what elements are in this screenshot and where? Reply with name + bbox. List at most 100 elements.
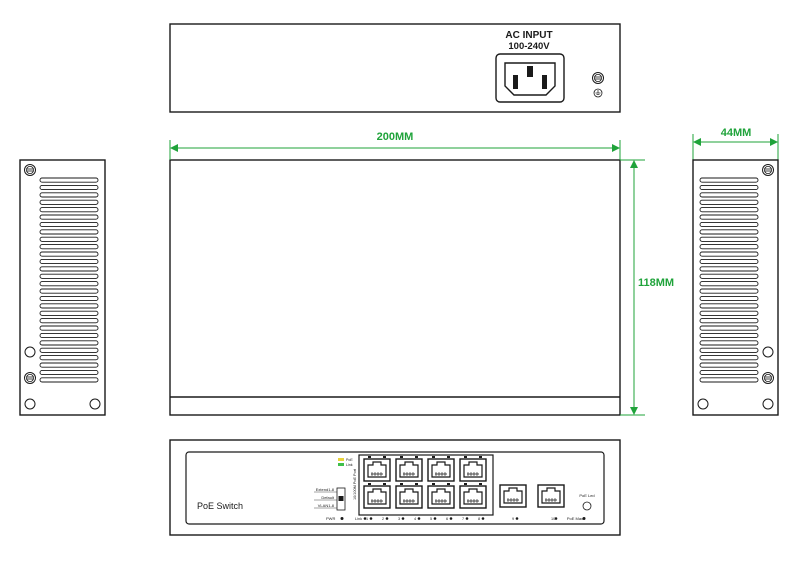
screw-icon (24, 164, 36, 176)
poe-port-5[interactable] (427, 458, 455, 482)
vent-slot (699, 266, 759, 272)
vent-slot (39, 273, 99, 279)
port-led (447, 456, 450, 458)
port-led (415, 483, 418, 485)
port-label-Link: Link (355, 517, 362, 521)
poe-port-3[interactable] (395, 458, 423, 482)
poe-port-6[interactable] (427, 485, 455, 509)
vent-slot (39, 332, 99, 339)
vent-slot (699, 214, 759, 220)
vent-slot (39, 303, 99, 309)
vent-slot (39, 184, 99, 191)
vent-slot (699, 281, 759, 287)
vent-slot (39, 362, 99, 368)
port-status-led (363, 517, 367, 520)
ac-input-title: AC INPUT (505, 30, 552, 41)
port-led (400, 456, 403, 458)
port-label-5: 5 (430, 517, 432, 521)
mount-hole (24, 346, 36, 358)
poe-port-1[interactable] (363, 458, 391, 482)
poe-port-8[interactable] (459, 485, 487, 509)
vent-slot (39, 310, 99, 316)
vent-slot (699, 362, 759, 368)
vent-slot (39, 192, 99, 198)
port-led (479, 456, 482, 458)
width-label: 200MM (377, 131, 414, 143)
vent-slot (39, 340, 99, 346)
port-status-led (401, 517, 405, 520)
vent-slot (699, 199, 759, 205)
vent-slot (699, 369, 759, 376)
port-status-led (465, 517, 469, 520)
led-legend-link: Link (346, 463, 353, 467)
port-status-led (554, 517, 558, 520)
depth-dimension: 118MM (620, 159, 674, 416)
dip-label-extend: Extend1-8 (316, 487, 335, 492)
vent-slot (699, 355, 759, 361)
screw-icon (762, 372, 774, 384)
vent-slot (699, 310, 759, 316)
poe-port-7[interactable] (459, 458, 487, 482)
port-label-2: 2 (382, 517, 384, 521)
uplink-port-9[interactable] (499, 484, 527, 508)
screw-icon (762, 164, 774, 176)
height-label: 44MM (721, 127, 752, 139)
port-led (432, 483, 435, 485)
top-view (169, 159, 621, 416)
port-led (415, 456, 418, 458)
port-label-1: 1 (366, 517, 368, 521)
vent-slot (699, 258, 759, 265)
ground-symbol-icon (593, 88, 603, 98)
vent-slot (39, 266, 99, 272)
vent-slot (699, 377, 759, 383)
vent-slot (39, 355, 99, 361)
vent-slot (39, 229, 99, 235)
port-label-6: 6 (446, 517, 448, 521)
brand-label: PoE Switch (197, 501, 243, 511)
vent-slot (699, 236, 759, 242)
poe-max-led (582, 517, 586, 520)
vent-slot (39, 177, 99, 183)
vent-slot (39, 199, 99, 205)
poe-port-4[interactable] (395, 485, 423, 509)
vent-slot (699, 288, 759, 294)
vent-slot (39, 288, 99, 294)
port-led (464, 483, 467, 485)
vent-slot (39, 347, 99, 353)
uplink-port-10[interactable] (537, 484, 565, 508)
led-legend: PoE Link (338, 458, 353, 467)
vent-slot (699, 184, 759, 191)
vent-slot (699, 251, 759, 257)
poe-led-button[interactable] (582, 501, 592, 511)
mount-hole (89, 398, 101, 410)
ac-power-socket[interactable] (495, 53, 565, 103)
poe-port-block (363, 456, 487, 509)
poe-max-label: PoE Max (567, 516, 583, 521)
vent-slot (39, 214, 99, 220)
vent-slot (699, 347, 759, 353)
poe-led-label: PoE Led (579, 493, 594, 498)
dip-switch[interactable] (336, 487, 346, 511)
mount-hole (762, 346, 774, 358)
poe-port-2[interactable] (363, 485, 391, 509)
port-led (464, 456, 467, 458)
port-led (479, 483, 482, 485)
vent-slot (699, 325, 759, 331)
rear-panel: AC INPUT 100-240V (169, 23, 621, 113)
screw-icon (24, 372, 36, 384)
vent-slot (699, 244, 759, 250)
port-status-led (417, 517, 421, 520)
vent-slot (699, 273, 759, 279)
ground-screw-icon (592, 72, 604, 84)
vent-slot (39, 244, 99, 250)
width-dimension: 200MM (169, 131, 621, 160)
port-label-4: 4 (414, 517, 416, 521)
port-label-7: 7 (462, 517, 464, 521)
port-label-3: 3 (398, 517, 400, 521)
vent-slot (699, 340, 759, 346)
port-status-led (481, 517, 485, 520)
vent-slot (699, 221, 759, 228)
port-led (368, 483, 371, 485)
